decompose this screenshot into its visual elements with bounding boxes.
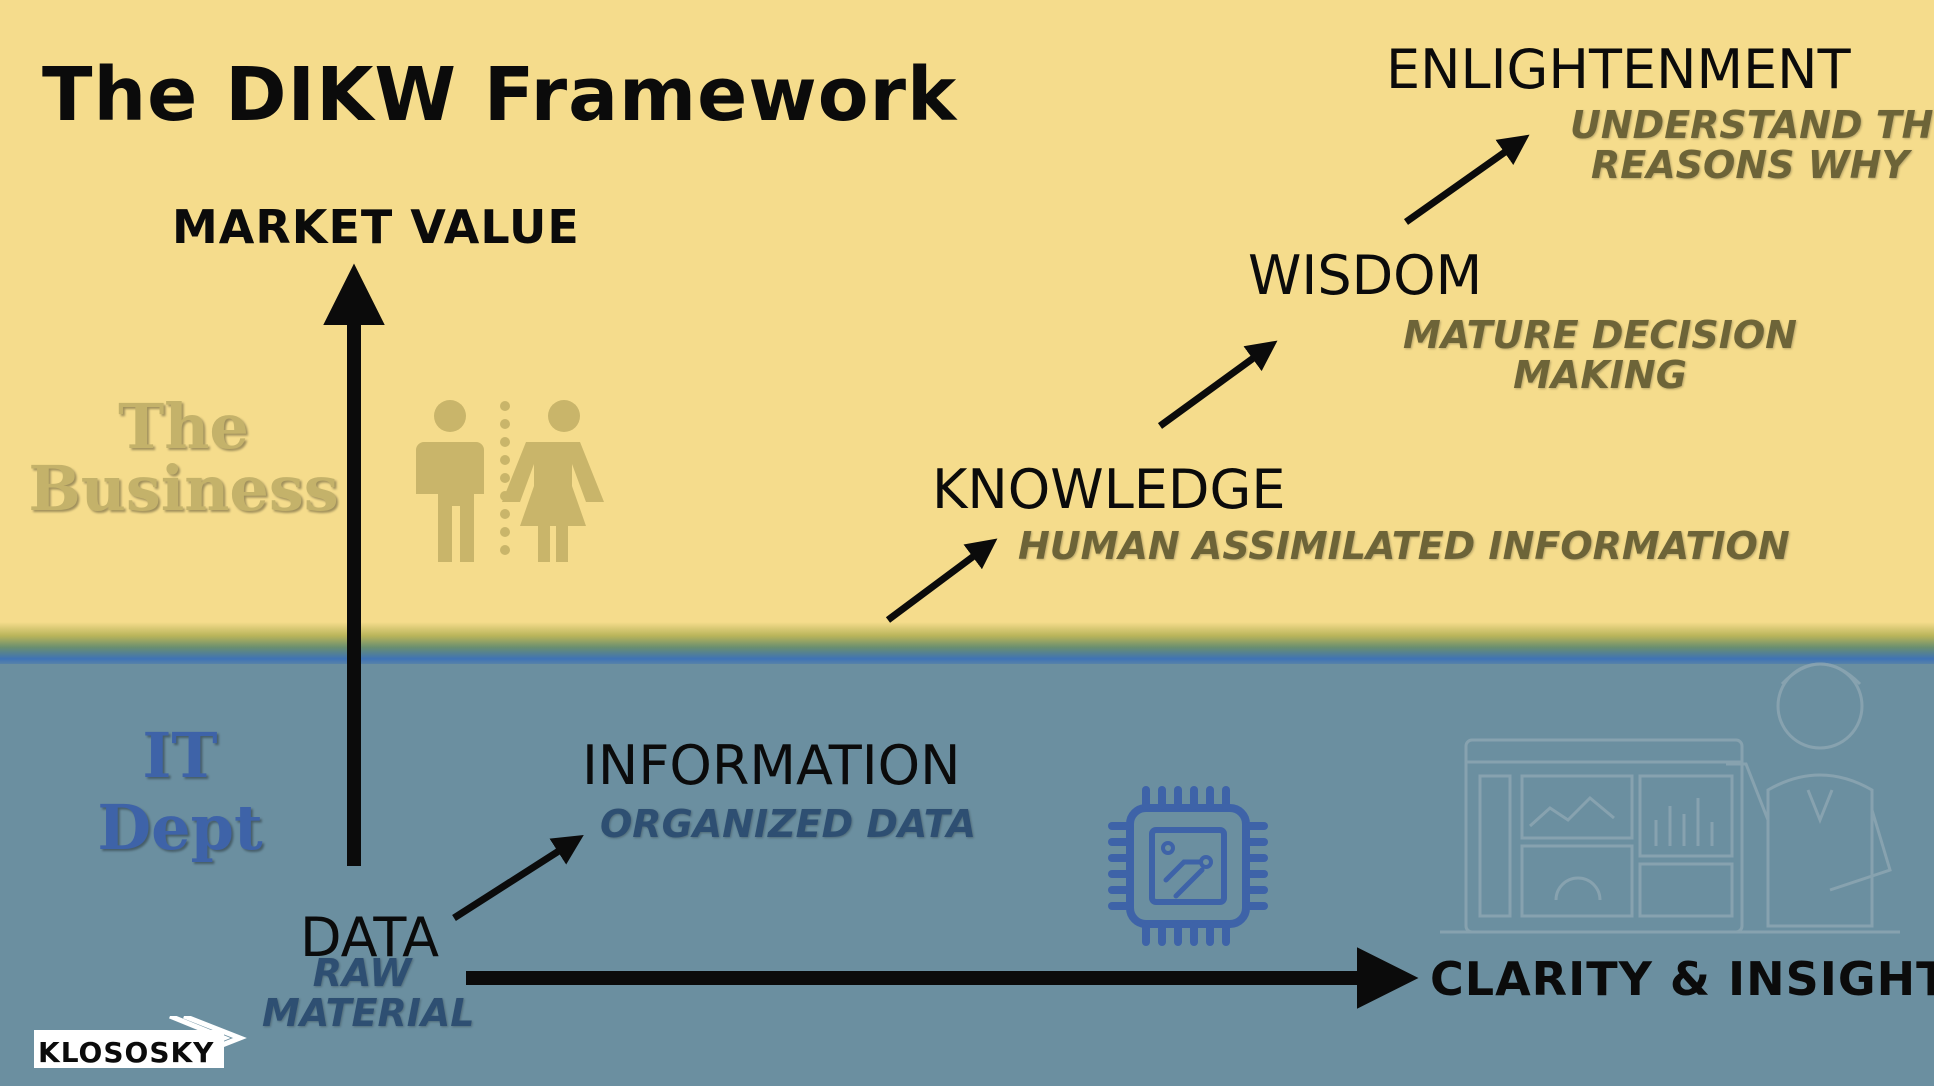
- market-value-label: MARKET VALUE: [172, 200, 580, 254]
- dashboard-presenter-icon: [1440, 662, 1900, 934]
- people-icon: [416, 400, 604, 562]
- stage-wisdom-sub-line1: MATURE DECISION: [1403, 313, 1797, 357]
- clarity-insight-label: CLARITY & INSIGHT: [1430, 952, 1934, 1006]
- business-zone-line1: The: [118, 390, 249, 463]
- stage-enlightenment-sub-line1: UNDERSTAND THE: [1570, 103, 1934, 147]
- stage-data-sub: RAW MATERIAL: [262, 951, 475, 1035]
- stage-data-name: DATA: [300, 906, 440, 969]
- arrow-wisdom-to-enlightenment: [1403, 134, 1530, 225]
- klososky-logo: [34, 1016, 247, 1068]
- stage-information-sub: ORGANIZED DATA: [600, 802, 977, 846]
- business-zone-line2: Business: [28, 452, 339, 525]
- stage-knowledge-sub: HUMAN ASSIMILATED INFORMATION: [1018, 524, 1790, 568]
- stage-enlightenment-name: ENLIGHTENMENT: [1386, 38, 1851, 101]
- arrow-data-to-information: [452, 835, 584, 921]
- klososky-logo-text: KLOSOSKY: [38, 1036, 215, 1069]
- stage-wisdom-sub-line2: MAKING: [1513, 352, 1687, 397]
- cpu-chip-icon: [1108, 786, 1268, 946]
- stage-knowledge-name: KNOWLEDGE: [932, 458, 1286, 521]
- stage-enlightenment-sub: UNDERSTAND THE REASONS WHY: [1570, 103, 1934, 187]
- it-zone-line1: IT: [142, 719, 218, 792]
- arrow-information-to-knowledge: [885, 538, 998, 623]
- it-zone-line2: Dept: [97, 791, 263, 864]
- business-zone-background: [0, 0, 1934, 626]
- stage-data-sub-line2: MATERIAL: [262, 990, 475, 1035]
- stage-information-name: INFORMATION: [582, 734, 961, 797]
- it-zone-label: IT Dept: [60, 720, 300, 864]
- arrow-knowledge-to-wisdom: [1157, 340, 1278, 429]
- stage-enlightenment-sub-line2: REASONS WHY: [1591, 142, 1909, 187]
- stage-wisdom-name: WISDOM: [1248, 244, 1483, 307]
- stage-wisdom-sub: MATURE DECISION MAKING: [1380, 313, 1820, 397]
- page-title: The DIKW Framework: [42, 52, 958, 138]
- zone-divider: [0, 622, 1934, 668]
- it-zone-background: [0, 664, 1934, 1086]
- stage-data-sub-line1: RAW: [312, 951, 412, 995]
- business-zone-label: The Business: [26, 396, 341, 520]
